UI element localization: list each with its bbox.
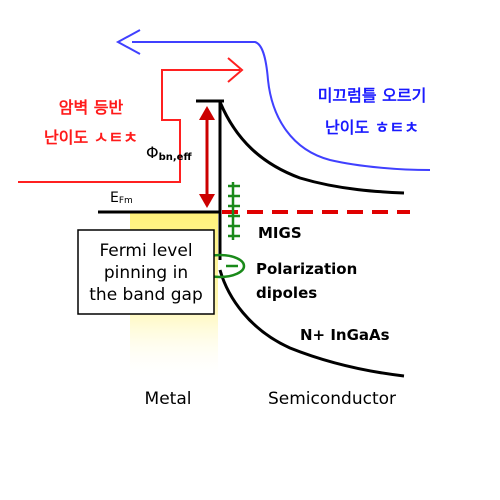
fermi-pinning-box [77,229,215,315]
fermi-box-line3: the band gap [89,285,202,305]
barrier-arrow-head-top [199,106,215,120]
slide-label-line1: 미끄럼틀 오르기 [318,86,427,105]
slide-path [132,41,431,171]
barrier-arrow-head-bottom [199,194,215,208]
semiconductor-label: Semiconductor [268,389,396,409]
climb-arrowhead [227,57,244,83]
polarization-label-line2: dipoles [256,284,317,302]
climb-label-line1: 암벽 등반 [59,98,124,117]
climb-label-line2: 난이도 ㅅㅌㅊ [44,128,138,147]
barrier-height-label: Φbn,eff [146,143,192,163]
slide-label-line2: 난이도 ㅎㅌㅊ [325,118,419,137]
conduction-band [218,101,405,195]
fermi-box-line1: Fermi level [99,241,192,261]
valence-band [218,269,405,378]
climb-path [18,69,240,183]
metal-fermi-label: EFm [110,190,133,206]
slide-arrowhead [115,29,141,55]
fermi-box-line2: pinning in [104,263,188,283]
migs-states [228,182,240,240]
semiconductor-type-label: N+ InGaAs [300,326,390,344]
metal-label: Metal [145,389,192,409]
migs-label: MIGS [258,224,302,242]
polarization-label-line1: Polarization [256,260,357,278]
